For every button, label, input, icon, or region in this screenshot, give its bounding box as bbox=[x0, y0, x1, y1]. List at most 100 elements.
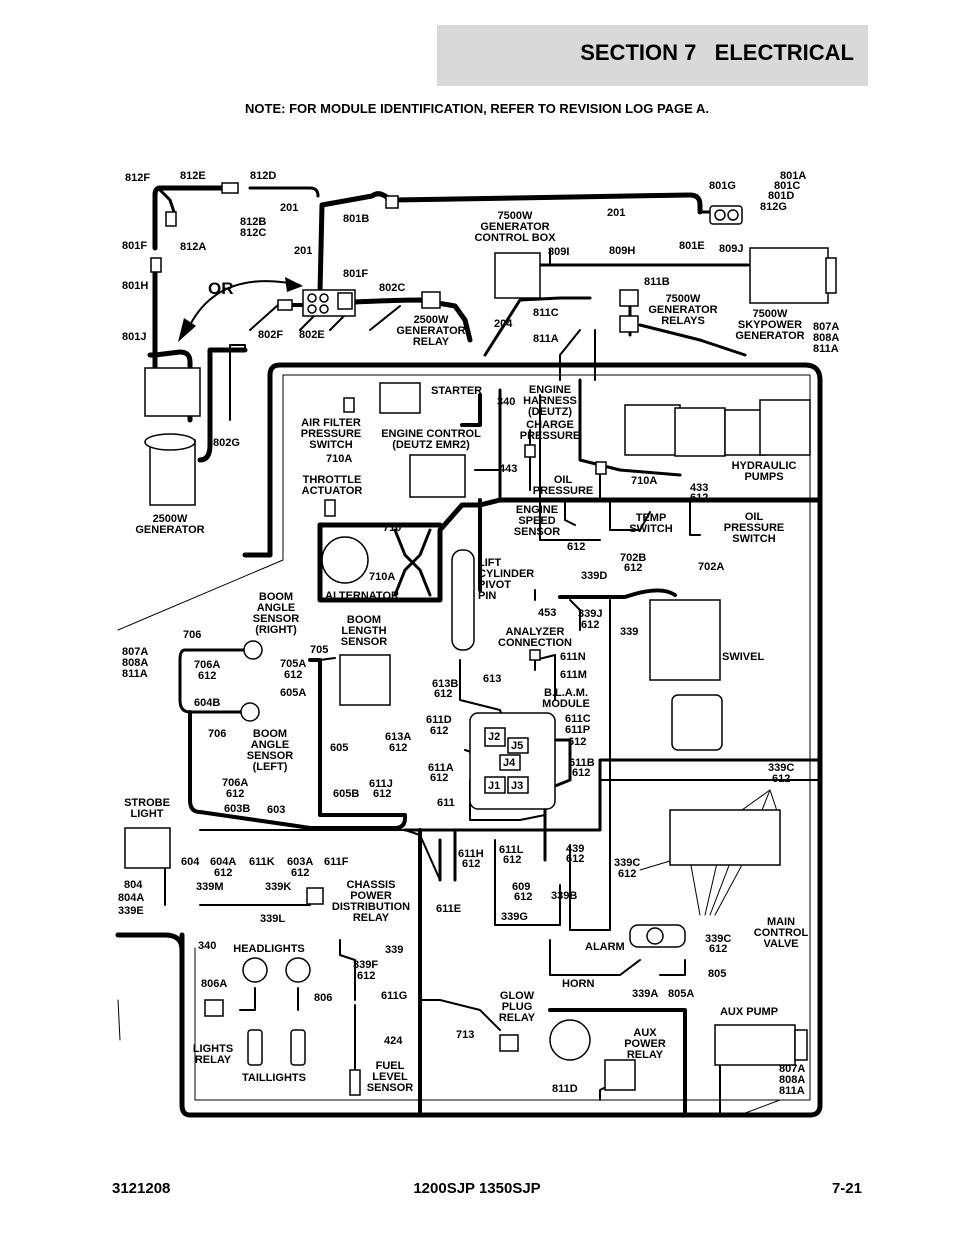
diagram-label: 801J bbox=[122, 331, 146, 343]
diagram-label: STROBE bbox=[124, 797, 170, 809]
diagram-label: 611K bbox=[249, 856, 275, 868]
diagram-label: 807A bbox=[779, 1063, 805, 1075]
diagram-label: THROTTLE bbox=[303, 474, 362, 486]
diagram-label: 339L bbox=[260, 913, 285, 925]
diagram-label: 806 bbox=[314, 992, 332, 1004]
diagram-label: 612 bbox=[291, 867, 309, 879]
chassis-power-distribution-relay bbox=[306, 887, 324, 905]
diagram-label: 801E bbox=[679, 240, 705, 252]
diagram-label: 611N bbox=[560, 651, 586, 663]
diagram-label: GENERATOR bbox=[648, 304, 717, 316]
diagram-label: LIGHTS bbox=[193, 1043, 233, 1055]
diagram-label: ALTERNATOR bbox=[325, 590, 399, 602]
diagram-label: POWER bbox=[624, 1038, 666, 1050]
skypower-generator-7500w bbox=[749, 247, 829, 304]
diagram-label: 605 bbox=[330, 742, 348, 754]
diagram-label: MODULE bbox=[542, 698, 590, 710]
diagram-label: J4 bbox=[503, 757, 516, 769]
diagram-label: PLUG bbox=[502, 1001, 533, 1013]
or-arrow-head-right bbox=[285, 277, 303, 292]
diagram-label: 811C bbox=[533, 307, 559, 319]
diagram-label: 603 bbox=[267, 804, 285, 816]
diagram-label: 812C bbox=[240, 227, 266, 239]
diagram-label: TAILLIGHTS bbox=[242, 1072, 306, 1084]
strobe-light bbox=[124, 827, 171, 869]
diagram-label: 705 bbox=[310, 644, 328, 656]
section-header-bar: SECTION 7 ELECTRICAL bbox=[437, 25, 868, 86]
diagram-label: 801F bbox=[122, 240, 147, 252]
generator-controller-2500w bbox=[144, 367, 201, 417]
diagram-label: 801B bbox=[343, 213, 369, 225]
diagram-label: SWITCH bbox=[732, 533, 775, 545]
diagram-label: 612 bbox=[198, 670, 216, 682]
outlet-panel-socket-4 bbox=[319, 304, 329, 314]
hydraulic-pump-3 bbox=[724, 409, 766, 456]
diagram-label: 811D bbox=[552, 1083, 578, 1095]
diagram-label: RELAY bbox=[413, 336, 450, 348]
diagram-label: 611F bbox=[324, 856, 349, 868]
diagram-label: 612 bbox=[284, 669, 302, 681]
diagram-label: 613B bbox=[432, 678, 458, 690]
diagram-label: ENGINE CONTROL bbox=[381, 428, 481, 440]
diagram-label: RELAYS bbox=[661, 315, 705, 327]
diagram-label: 612 bbox=[772, 773, 790, 785]
boom-angle-sensor-left bbox=[240, 702, 260, 722]
diagram-label: 604 bbox=[181, 856, 200, 868]
diagram-label: 424 bbox=[384, 1035, 403, 1047]
diagram-label: 612 bbox=[566, 853, 584, 865]
diagram-label: AUX bbox=[633, 1027, 657, 1039]
diagram-label: 611C bbox=[565, 713, 591, 725]
diagram-label: CYLINDER bbox=[478, 568, 534, 580]
diagram-label: (DEUTZ EMR2) bbox=[392, 439, 470, 451]
diagram-label: 340 bbox=[198, 940, 216, 952]
generator-2500w bbox=[149, 439, 196, 506]
generator-relay-7500w-b bbox=[619, 315, 639, 333]
footer-doc-number: 3121208 bbox=[112, 1180, 171, 1197]
diagram-label: PIN bbox=[478, 590, 496, 602]
outlet-panel-switch bbox=[337, 292, 353, 310]
diagram-label: BOOM bbox=[253, 728, 287, 740]
diagram-label: 339C bbox=[614, 857, 640, 869]
section-title: SECTION 7 ELECTRICAL bbox=[580, 40, 854, 65]
aux-pump-end bbox=[794, 1029, 808, 1061]
diagram-label: 611E bbox=[436, 903, 461, 915]
diagram-label: GENERATOR bbox=[396, 325, 465, 337]
diagram-label: 706 bbox=[208, 728, 226, 740]
connector-801b bbox=[385, 195, 399, 209]
diagram-label: 801D bbox=[768, 190, 794, 202]
diagram-label: 710 bbox=[383, 522, 401, 534]
diagram-label: ANGLE bbox=[257, 602, 296, 614]
diagram-label: 611H bbox=[458, 848, 484, 860]
diagram-label: ENGINE bbox=[529, 384, 571, 396]
diagram-label: 710A bbox=[369, 571, 395, 583]
diagram-label: SENSOR bbox=[247, 750, 294, 762]
diagram-label: 801H bbox=[122, 280, 148, 292]
diagram-label: GENERATOR bbox=[735, 330, 804, 342]
diagram-label: 612 bbox=[624, 562, 642, 574]
analyzer-connection bbox=[529, 649, 541, 661]
diagram-label: 811A bbox=[122, 668, 148, 680]
diagram-label: 706A bbox=[222, 777, 248, 789]
outlet-socket-right bbox=[727, 209, 739, 221]
diagram-label: 612 bbox=[567, 541, 585, 553]
alarm-disc bbox=[646, 927, 664, 945]
diagram-label: SWITCH bbox=[629, 523, 672, 535]
connector-812a bbox=[165, 211, 177, 227]
diagram-label: 611 bbox=[437, 797, 455, 809]
diagram-label: STARTER bbox=[431, 385, 482, 397]
diagram-label: 612 bbox=[618, 868, 636, 880]
charge-pressure-sensor bbox=[524, 444, 536, 458]
diagram-label: ACTUATOR bbox=[302, 485, 363, 497]
diagram-label: CONTROL BOX bbox=[474, 232, 556, 244]
diagram-label: 705A bbox=[280, 658, 306, 670]
boom-angle-sensor-right bbox=[243, 640, 263, 660]
generator-end-cap bbox=[825, 257, 837, 294]
engine-control-deutz-emr2 bbox=[409, 454, 466, 498]
diagram-label: RELAY bbox=[195, 1054, 232, 1066]
diagram-label: (LEFT) bbox=[253, 761, 288, 773]
diagram-label: 801A bbox=[780, 170, 806, 182]
diagram-label: 801G bbox=[709, 180, 736, 192]
diagram-label: 612 bbox=[690, 492, 708, 504]
diagram-label: LIFT bbox=[478, 557, 501, 569]
